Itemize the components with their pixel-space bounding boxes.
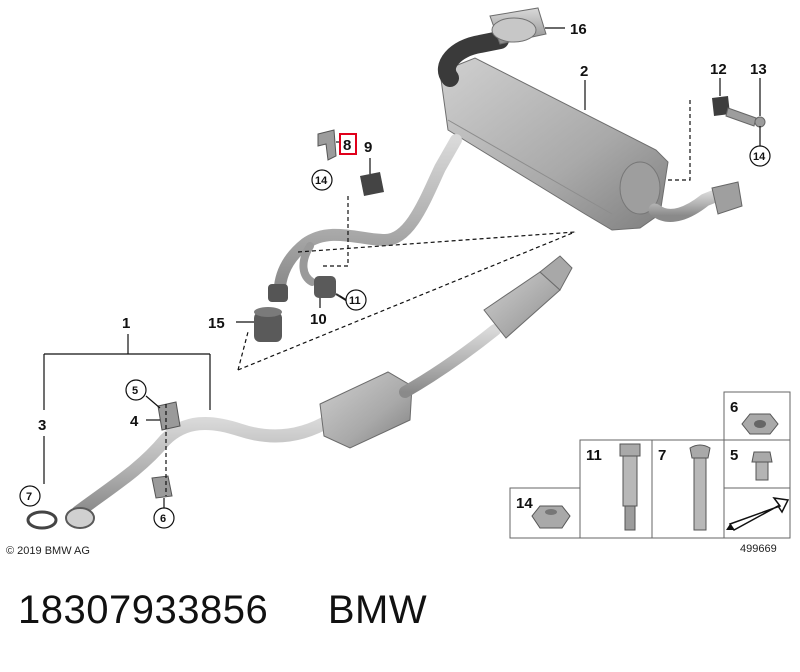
table-label-7: 7 xyxy=(658,447,666,464)
callout-14-right: 14 xyxy=(749,145,771,167)
dashed-line-diagonal xyxy=(237,231,576,371)
right-outlet-pipe xyxy=(648,185,732,222)
callout-12: 12 xyxy=(710,61,727,78)
bolt-icon-5 xyxy=(751,451,773,481)
callout-5: 5 xyxy=(125,379,147,401)
leader-1 xyxy=(43,334,211,410)
dashed-line-mount xyxy=(320,196,349,267)
callout-10: 10 xyxy=(310,311,327,328)
part-number-footer: 18307933856 BMW xyxy=(18,588,427,633)
dashed-line-top xyxy=(297,231,576,253)
front-pipe-end xyxy=(65,507,95,529)
callout-11: 11 xyxy=(345,289,367,311)
callout-1: 1 xyxy=(122,315,130,332)
bolt-icon-11 xyxy=(619,443,641,531)
callout-13: 13 xyxy=(750,61,767,78)
parts-table: 6 5 11 7 14 xyxy=(509,391,791,539)
callout-15: 15 xyxy=(208,315,225,332)
svg-text:5: 5 xyxy=(132,385,138,397)
nut-icon-6 xyxy=(741,413,779,435)
right-tailpipe-tip xyxy=(711,181,743,215)
svg-text:6: 6 xyxy=(160,513,166,525)
rubber-hanger-12 xyxy=(712,96,730,116)
pipe-bracket xyxy=(151,475,173,499)
tail-pipe xyxy=(489,7,547,45)
rear-muffler xyxy=(439,57,669,231)
callout-6: 6 xyxy=(153,507,175,529)
part-number: 18307933856 xyxy=(18,588,269,632)
callout-14-upper: 14 xyxy=(311,169,333,191)
callout-3: 3 xyxy=(38,417,46,434)
dashed-line-right xyxy=(668,100,691,181)
table-label-5: 5 xyxy=(730,447,738,464)
svg-text:14: 14 xyxy=(753,151,766,163)
drawing-number: 499669 xyxy=(740,543,777,555)
rubber-mount-10 xyxy=(314,276,336,298)
leader-5 xyxy=(145,395,161,409)
callout-8-highlight-box xyxy=(339,133,357,155)
bracket-part-4 xyxy=(157,401,181,431)
catalytic-converter xyxy=(483,255,573,339)
table-label-14: 14 xyxy=(516,495,533,512)
middle-pipe-branch xyxy=(299,242,316,286)
table-label-11: 11 xyxy=(586,447,602,464)
muffler-inlet-bend xyxy=(437,31,509,87)
nut-icon-14 xyxy=(531,505,571,529)
copyright-text: © 2019 BMW AG xyxy=(6,545,90,557)
callout-9: 9 xyxy=(364,139,372,156)
rubber-mount-upper xyxy=(268,284,288,302)
bolt-icon-7 xyxy=(689,444,711,531)
rubber-mount-15 xyxy=(254,307,282,342)
arrow-icon xyxy=(726,497,790,531)
clamp-part-7 xyxy=(26,510,58,530)
middle-pipe xyxy=(274,134,462,292)
callout-4: 4 xyxy=(130,413,139,430)
svg-text:14: 14 xyxy=(315,175,328,187)
center-silencer xyxy=(319,371,413,449)
svg-text:7: 7 xyxy=(26,491,32,503)
table-label-6: 6 xyxy=(730,399,738,416)
exhaust-system-diagram: 16 2 12 13 9 8 15 10 1 3 4 14 14 11 5 6 … xyxy=(6,7,791,557)
callout-2: 2 xyxy=(580,63,588,80)
callout-8: 8 xyxy=(343,137,351,154)
callout-16: 16 xyxy=(570,21,587,38)
dashed-line-left xyxy=(237,331,249,371)
front-pipe xyxy=(71,413,337,519)
callout-7: 7 xyxy=(19,485,41,507)
rubber-hanger-9 xyxy=(360,172,384,196)
svg-text:11: 11 xyxy=(349,295,361,307)
brand-name: BMW xyxy=(327,588,428,632)
bracket-part-8 xyxy=(317,129,337,161)
bracket-part-13 xyxy=(725,107,766,128)
center-pipe xyxy=(399,324,501,398)
